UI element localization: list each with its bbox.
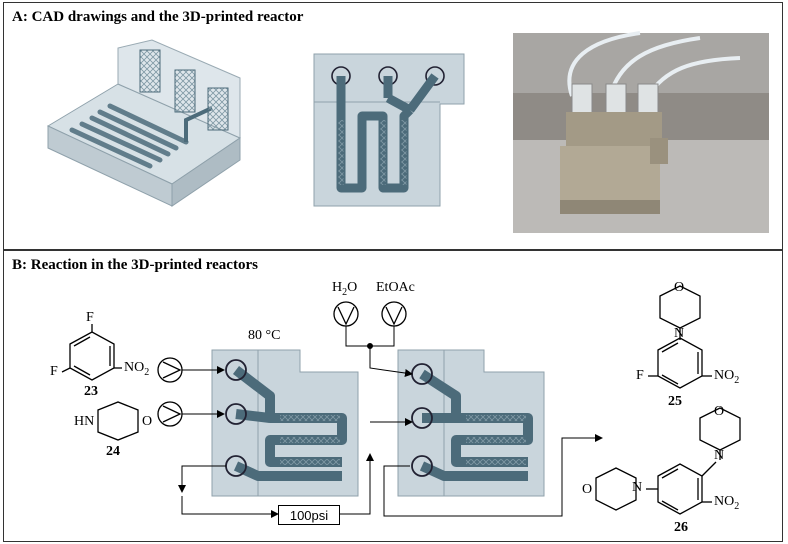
compound-26-structure [595, 407, 741, 515]
c25-nitro: NO2 [714, 368, 740, 386]
compound-23-structure [61, 324, 122, 381]
panel-a: A: CAD drawings and the 3D-printed react… [3, 2, 783, 250]
flow-lines [178, 326, 603, 518]
temperature-label: 80 °C [248, 328, 281, 343]
pump-water-icon [333, 301, 359, 327]
compound-25-structure [648, 285, 712, 389]
c23-nitro: NO2 [124, 360, 150, 378]
compound-26-id: 26 [674, 520, 688, 535]
panel-b-title: B: Reaction in the 3D-printed reactors [12, 257, 258, 273]
panel-b: B: Reaction in the 3D-printed reactors [3, 250, 783, 542]
c26-oxygen-left: O [582, 482, 593, 497]
reactor-photo [513, 31, 769, 233]
c23-fluoro-top: F [86, 310, 94, 325]
back-pressure-regulator: 100psi [278, 505, 340, 525]
compound-23-id: 23 [84, 384, 98, 399]
pump-1-icon [157, 357, 183, 383]
c26-nitro: NO2 [714, 494, 740, 512]
compound-24-structure [97, 401, 139, 441]
compound-25-id: 25 [668, 394, 682, 409]
c26-oxygen-top: O [714, 404, 725, 419]
water-label: H2O [332, 280, 358, 298]
c25-nitrogen: N [674, 326, 685, 341]
solvent-label: EtOAc [376, 280, 415, 295]
cad-top-view [313, 53, 465, 207]
c23-fluoro-left: F [50, 364, 58, 379]
reactor-2-chip [397, 349, 545, 497]
pump-2-icon [157, 401, 183, 427]
c24-oxygen: O [142, 414, 153, 429]
c26-nitrogen-left: N [632, 480, 643, 495]
c24-amine: HN [74, 414, 95, 429]
c26-nitrogen-top: N [714, 448, 725, 463]
reactor-1-chip [211, 349, 359, 497]
pump-etoac-icon [381, 301, 407, 327]
cad-isometric-view [46, 39, 242, 207]
panel-a-title: A: CAD drawings and the 3D-printed react… [12, 9, 304, 25]
c25-fluoro: F [636, 368, 644, 383]
compound-24-id: 24 [106, 444, 120, 459]
c25-oxygen: O [674, 280, 685, 295]
